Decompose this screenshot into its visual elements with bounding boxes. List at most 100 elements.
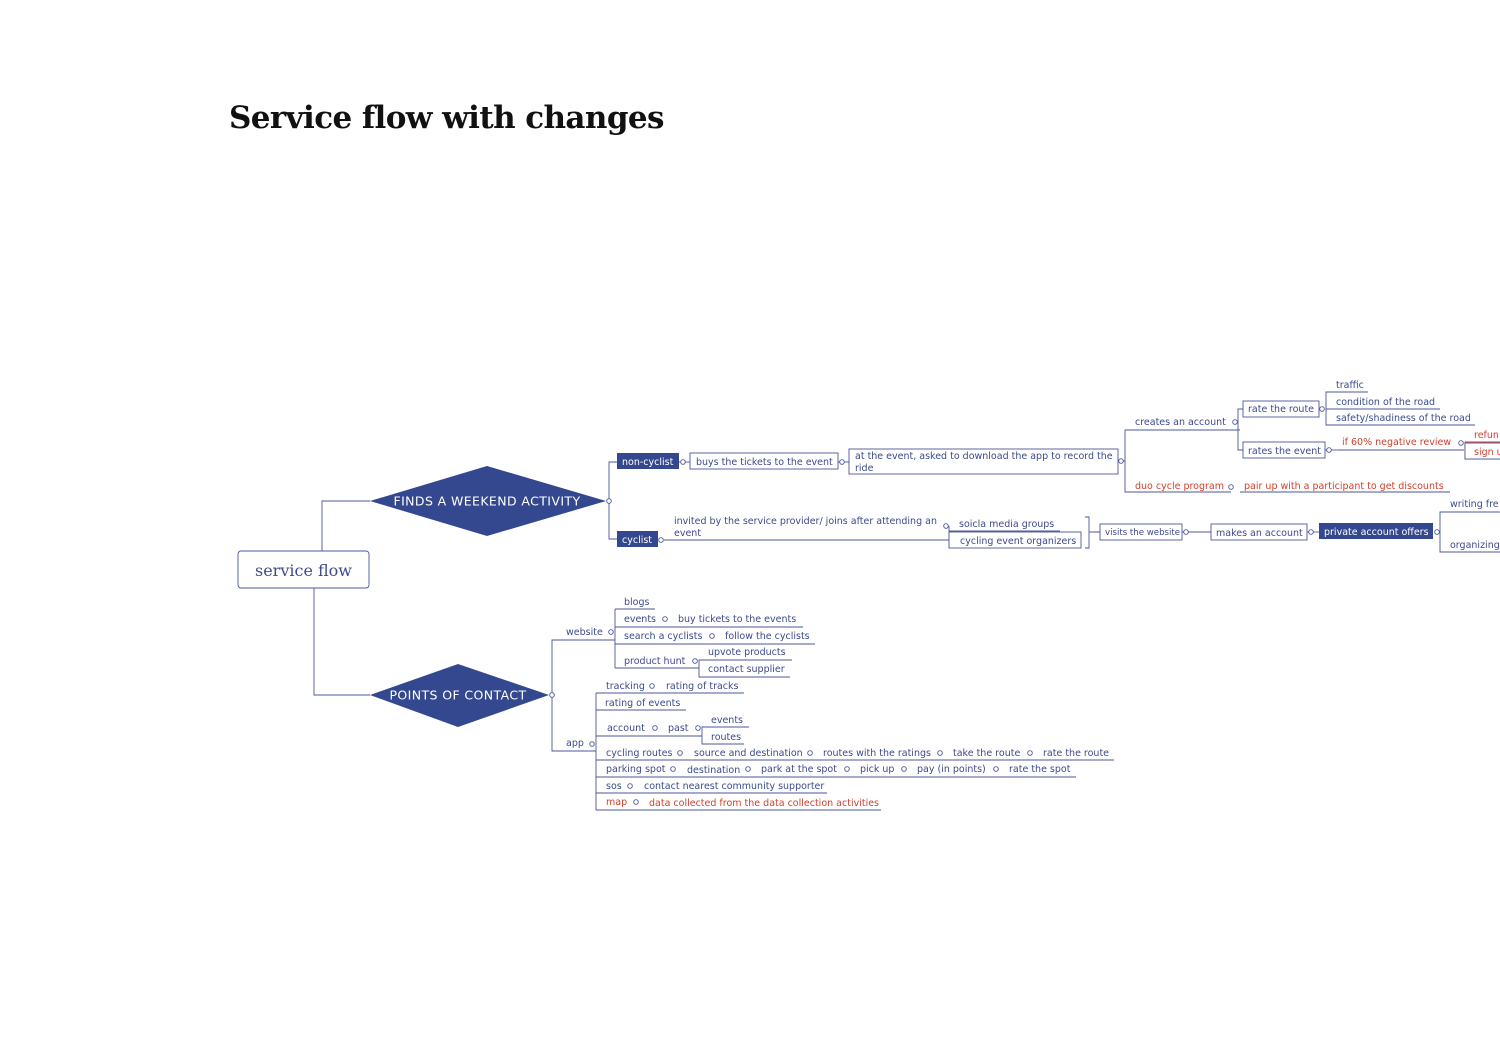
- safety-label: safety/shadiness of the road: [1336, 413, 1471, 424]
- root-node[interactable]: service flow: [237, 550, 370, 589]
- product-hunt-node[interactable]: product hunt: [615, 656, 699, 669]
- rating-tracks-node[interactable]: rating of tracks: [657, 681, 744, 694]
- event-app-label-1: at the event, asked to download the app …: [855, 451, 1113, 462]
- take-route-label: take the route: [953, 748, 1020, 759]
- event-app-label-2: ride: [855, 463, 874, 474]
- creates-account-node[interactable]: creates an account: [1131, 417, 1240, 431]
- rate-route-app-node[interactable]: rate the route: [1035, 748, 1114, 761]
- sign-up-node[interactable]: sign u: [1464, 442, 1500, 460]
- rate-route-node[interactable]: rate the route: [1242, 400, 1320, 418]
- sos-node[interactable]: sos: [596, 781, 635, 794]
- park-spot-node[interactable]: park at the spot: [753, 764, 852, 778]
- page-title: Service flow with changes: [229, 100, 665, 136]
- supplier-label[interactable]: contact supplier: [708, 664, 785, 675]
- organizers-node[interactable]: cycling event organizers: [948, 531, 1082, 549]
- sos-label: sos: [606, 781, 622, 792]
- pickup-node[interactable]: pick up: [852, 764, 909, 778]
- non-cyclist-node[interactable]: non-cyclist: [617, 453, 679, 469]
- rate-route-label: rate the route: [1248, 404, 1314, 415]
- private-offers-node[interactable]: private account offers: [1319, 523, 1433, 539]
- rating-events-node[interactable]: rating of events: [596, 698, 686, 711]
- take-route-node[interactable]: take the route: [946, 748, 1035, 761]
- sign-up-label: sign u: [1474, 447, 1500, 458]
- rate-route-app-label: rate the route: [1043, 748, 1109, 759]
- cycling-routes-node[interactable]: cycling routes: [596, 748, 686, 761]
- events-site-label: events: [624, 614, 656, 625]
- creates-account-label: creates an account: [1135, 417, 1226, 428]
- buys-tickets-node[interactable]: buys the tickets to the event: [689, 452, 839, 470]
- cyclist-node[interactable]: cyclist: [617, 531, 658, 547]
- makes-account-node[interactable]: makes an account: [1210, 523, 1308, 541]
- pay-points-node[interactable]: pay (in points): [909, 764, 1001, 778]
- rates-event-node[interactable]: rates the event: [1242, 441, 1326, 459]
- negative-review-node[interactable]: if 60% negative review: [1338, 437, 1464, 451]
- supporter-node[interactable]: contact nearest community supporter: [635, 781, 827, 794]
- contact-label: POINTS OF CONTACT: [389, 688, 526, 703]
- app-label: app: [566, 738, 584, 749]
- activity-connectors: [606, 461, 617, 540]
- routes-ratings-node[interactable]: routes with the ratings: [815, 748, 946, 761]
- event-app-node[interactable]: at the event, asked to download the app …: [848, 448, 1119, 475]
- organizers-label: cycling event organizers: [960, 536, 1076, 547]
- traffic-node[interactable]: traffic: [1331, 380, 1368, 393]
- invited-node[interactable]: invited by the service provider/ joins a…: [664, 516, 949, 541]
- rate-spot-label: rate the spot: [1009, 764, 1071, 775]
- duo-cycle-label: duo cycle program: [1135, 481, 1224, 492]
- activity-label: FINDS A WEEKEND ACTIVITY: [394, 494, 581, 509]
- contact-connectors: [549, 639, 562, 752]
- buys-tickets-label: buys the tickets to the event: [696, 457, 833, 468]
- events-site-node[interactable]: events: [615, 614, 670, 628]
- safety-node[interactable]: safety/shadiness of the road: [1331, 413, 1475, 426]
- source-dest-node[interactable]: source and destination: [686, 748, 815, 761]
- visits-website-label: visits the website: [1105, 528, 1180, 538]
- account-node[interactable]: account: [596, 723, 660, 737]
- activity-node[interactable]: FINDS A WEEKEND ACTIVITY: [370, 466, 606, 536]
- duo-cycle-node[interactable]: duo cycle program: [1131, 481, 1231, 493]
- root-label: service flow: [255, 561, 352, 580]
- app-node[interactable]: app: [562, 738, 596, 752]
- invited-label-2: event: [674, 528, 701, 539]
- buy-tickets-node[interactable]: buy tickets to the events: [670, 614, 803, 628]
- supporter-label: contact nearest community supporter: [644, 781, 824, 792]
- pay-points-label: pay (in points): [917, 764, 986, 775]
- product-hunt-label: product hunt: [624, 656, 686, 667]
- map-node[interactable]: map: [596, 797, 640, 811]
- data-collected-node[interactable]: data collected from the data collection …: [640, 798, 881, 811]
- past-routes-label[interactable]: routes: [711, 732, 741, 743]
- search-cyclists-node[interactable]: search a cyclists: [615, 631, 718, 645]
- writing-label: writing fre: [1450, 499, 1499, 510]
- cycling-routes-label: cycling routes: [606, 748, 673, 759]
- website-node[interactable]: website: [562, 627, 615, 641]
- social-media-node[interactable]: soicla media groups: [949, 519, 1060, 532]
- website-label: website: [566, 627, 603, 638]
- refund-label: refun: [1474, 430, 1499, 441]
- map-label: map: [606, 797, 627, 808]
- pickup-label: pick up: [860, 764, 894, 775]
- rate-spot-node[interactable]: rate the spot: [1001, 764, 1076, 778]
- negative-review-label: if 60% negative review: [1342, 437, 1451, 448]
- past-node[interactable]: past: [660, 723, 702, 737]
- past-label: past: [668, 723, 689, 734]
- buy-tickets-label: buy tickets to the events: [678, 614, 796, 625]
- root-connectors: [313, 500, 370, 696]
- tracking-label: tracking: [606, 681, 645, 692]
- follow-cyclists-node[interactable]: follow the cyclists: [718, 631, 815, 645]
- tracking-node[interactable]: tracking: [596, 681, 657, 694]
- condition-node[interactable]: condition of the road: [1331, 397, 1440, 410]
- pair-up-label: pair up with a participant to get discou…: [1244, 481, 1444, 492]
- destination-node[interactable]: destination: [678, 765, 753, 778]
- makes-account-label: makes an account: [1216, 528, 1303, 539]
- account-label: account: [607, 723, 645, 734]
- blogs-node[interactable]: blogs: [615, 597, 655, 610]
- upvote-label[interactable]: upvote products: [708, 647, 786, 658]
- rates-event-label: rates the event: [1248, 446, 1321, 457]
- pair-up-node[interactable]: pair up with a participant to get discou…: [1240, 481, 1450, 493]
- non-cyclist-label: non-cyclist: [622, 457, 674, 468]
- parking-node[interactable]: parking spot: [596, 764, 678, 778]
- visits-website-node[interactable]: visits the website: [1099, 523, 1183, 541]
- past-events-label[interactable]: events: [711, 715, 743, 726]
- contact-node[interactable]: POINTS OF CONTACT: [370, 664, 549, 727]
- cyclist-label: cyclist: [622, 535, 652, 546]
- follow-cyclists-label: follow the cyclists: [725, 631, 810, 642]
